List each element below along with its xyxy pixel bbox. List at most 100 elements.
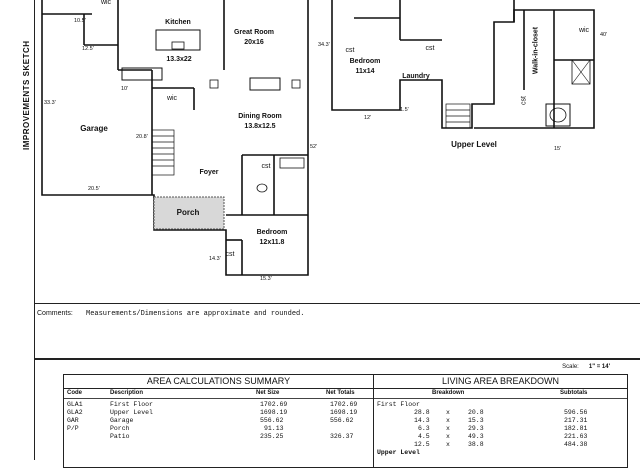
room-dining: Dining Room (238, 113, 282, 120)
row-subtotal: 182.81 (564, 425, 588, 432)
room-porch: Porch (176, 208, 200, 217)
row-a: 4.5 (418, 433, 430, 440)
area-calculations-section: Scale: 1" = 14' AREA CALCULATIONS SUMMAR… (34, 358, 640, 468)
table-row: 4.5 x 49.3 221.63 (374, 433, 627, 441)
area-summary-box: AREA CALCULATIONS SUMMARY Code Descripti… (63, 374, 374, 468)
row-subtotal: 221.63 (564, 433, 588, 440)
scale-value: 1" = 14' (588, 364, 610, 370)
table-row: 6.3 x 29.3 182.81 (374, 425, 627, 433)
room-cst-up3: cst (520, 96, 528, 105)
room-wic-up: wic (578, 27, 590, 34)
row-b: 49.3 (468, 433, 484, 440)
room-wic-top: wic (100, 0, 112, 6)
row-description: Upper Level (110, 409, 153, 416)
row-code: GAR (67, 417, 79, 424)
dim-12: 12' (364, 115, 372, 121)
row-x: x (446, 409, 450, 416)
row-description: First Floor (110, 401, 153, 408)
room-bedroom1-dim: 12x11.8 (259, 239, 285, 246)
room-bedroom2: Bedroom (349, 58, 381, 65)
dim-10: 10' (121, 86, 129, 92)
area-summary-title: AREA CALCULATIONS SUMMARY (64, 375, 373, 389)
table-row: 28.8 x 20.8 596.56 (374, 409, 627, 417)
row-code: GLA1 (67, 401, 83, 408)
row-x: x (446, 433, 450, 440)
living-area-box: LIVING AREA BREAKDOWN Breakdown Subtotal… (373, 374, 628, 468)
room-garage: Garage (80, 124, 108, 133)
table-row: GLA2 Upper Level 1698.19 1698.19 (64, 409, 373, 417)
section-upper-level: Upper Level (377, 449, 420, 456)
row-a: 12.5 (414, 441, 430, 448)
dim-20-8: 20.8' (136, 134, 148, 140)
sketch-sidebar: IMPROVEMENTS SKETCH (0, 0, 35, 460)
room-kitchen: Kitchen (165, 19, 191, 26)
row-subtotal: 217.31 (564, 417, 588, 424)
area-summary-rows: GLA1 First Floor 1702.69 1702.69 GLA2 Up… (64, 399, 373, 459)
table-row: P/P Porch 91.13 (64, 425, 373, 433)
living-area-rows: First Floor 28.8 x 20.8 596.56 14.3 x 15… (374, 399, 627, 459)
room-cst: cst (261, 163, 271, 170)
row-net-total: 1698.19 (330, 409, 358, 416)
header-code: Code (67, 390, 82, 396)
row-a: 28.8 (414, 409, 430, 416)
upper-level-label: Upper Level (451, 140, 497, 149)
comments-text: Measurements/Dimensions are approximate … (86, 310, 305, 318)
living-area-title: LIVING AREA BREAKDOWN (374, 375, 627, 389)
row-net-size: 1702.69 (260, 401, 288, 408)
table-row: 12.5 x 38.8 484.38 (374, 441, 627, 449)
row-description: Porch (110, 425, 130, 432)
dim-34-3: 34.3' (318, 42, 330, 48)
row-net-total: 556.62 (330, 417, 354, 424)
dim-14-3: 14.3' (209, 256, 221, 262)
room-cst-up2: cst (425, 45, 435, 52)
floor-plan-drawing (41, 0, 595, 276)
room-bedroom2-dim: 11x14 (355, 68, 375, 75)
row-b: 38.8 (468, 441, 484, 448)
floor-plan-sketch: Kitchen 13.3x22 Great Room 20x16 Garage … (34, 0, 640, 303)
comments-section: Comments: Measurements/Dimensions are ap… (34, 303, 640, 359)
header-net-size: Net Size (256, 390, 280, 396)
dim-33-3: 33.3' (44, 100, 56, 106)
table-row: GLA1 First Floor 1702.69 1702.69 (64, 401, 373, 409)
row-description: Patio (110, 433, 130, 440)
room-great-room-dim: 20x16 (244, 39, 264, 46)
section-first-floor: First Floor (377, 401, 420, 408)
dim-52: 52' (310, 144, 318, 150)
row-x: x (446, 425, 450, 432)
dim-40: 40' (600, 32, 608, 38)
row-b: 20.8 (468, 409, 484, 416)
room-kitchen-dim: 13.3x22 (166, 56, 192, 63)
room-laundry: Laundry (402, 73, 430, 80)
room-cst-up1: cst (345, 47, 355, 54)
row-a: 6.3 (418, 425, 430, 432)
header-description: Description (110, 390, 144, 396)
sidebar-label: IMPROVEMENTS SKETCH (22, 40, 31, 150)
row-b: 29.3 (468, 425, 484, 432)
row-net-size: 91.13 (264, 425, 284, 432)
row-subtotal: 484.38 (564, 441, 588, 448)
row-net-size: 235.25 (260, 433, 284, 440)
header-net-totals: Net Totals (326, 390, 355, 396)
row-b: 15.3 (468, 417, 484, 424)
room-wic: wic (166, 95, 178, 102)
room-bedroom1: Bedroom (256, 229, 288, 236)
row-x: x (446, 417, 450, 424)
row-x: x (446, 441, 450, 448)
living-area-headers: Breakdown Subtotals (374, 389, 627, 399)
header-breakdown: Breakdown (432, 390, 465, 396)
scale-row: Scale: 1" = 14' (562, 364, 610, 370)
area-summary-headers: Code Description Net Size Net Totals (64, 389, 373, 399)
dim-15-3: 15.3' (260, 276, 272, 282)
row-net-size: 1698.19 (260, 409, 288, 416)
row-net-size: 556.62 (260, 417, 284, 424)
row-net-total: 1702.69 (330, 401, 358, 408)
room-foyer: Foyer (199, 169, 219, 176)
table-row: 14.3 x 15.3 217.31 (374, 417, 627, 425)
row-code: P/P (67, 425, 79, 432)
dim-20-5: 20.5' (88, 186, 100, 192)
row-subtotal: 596.56 (564, 409, 588, 416)
dim-15: 15' (554, 146, 562, 152)
row-net-total: 326.37 (330, 433, 354, 440)
dim-12-5: 12.5' (82, 46, 94, 52)
comments-label: Comments: (37, 310, 73, 317)
